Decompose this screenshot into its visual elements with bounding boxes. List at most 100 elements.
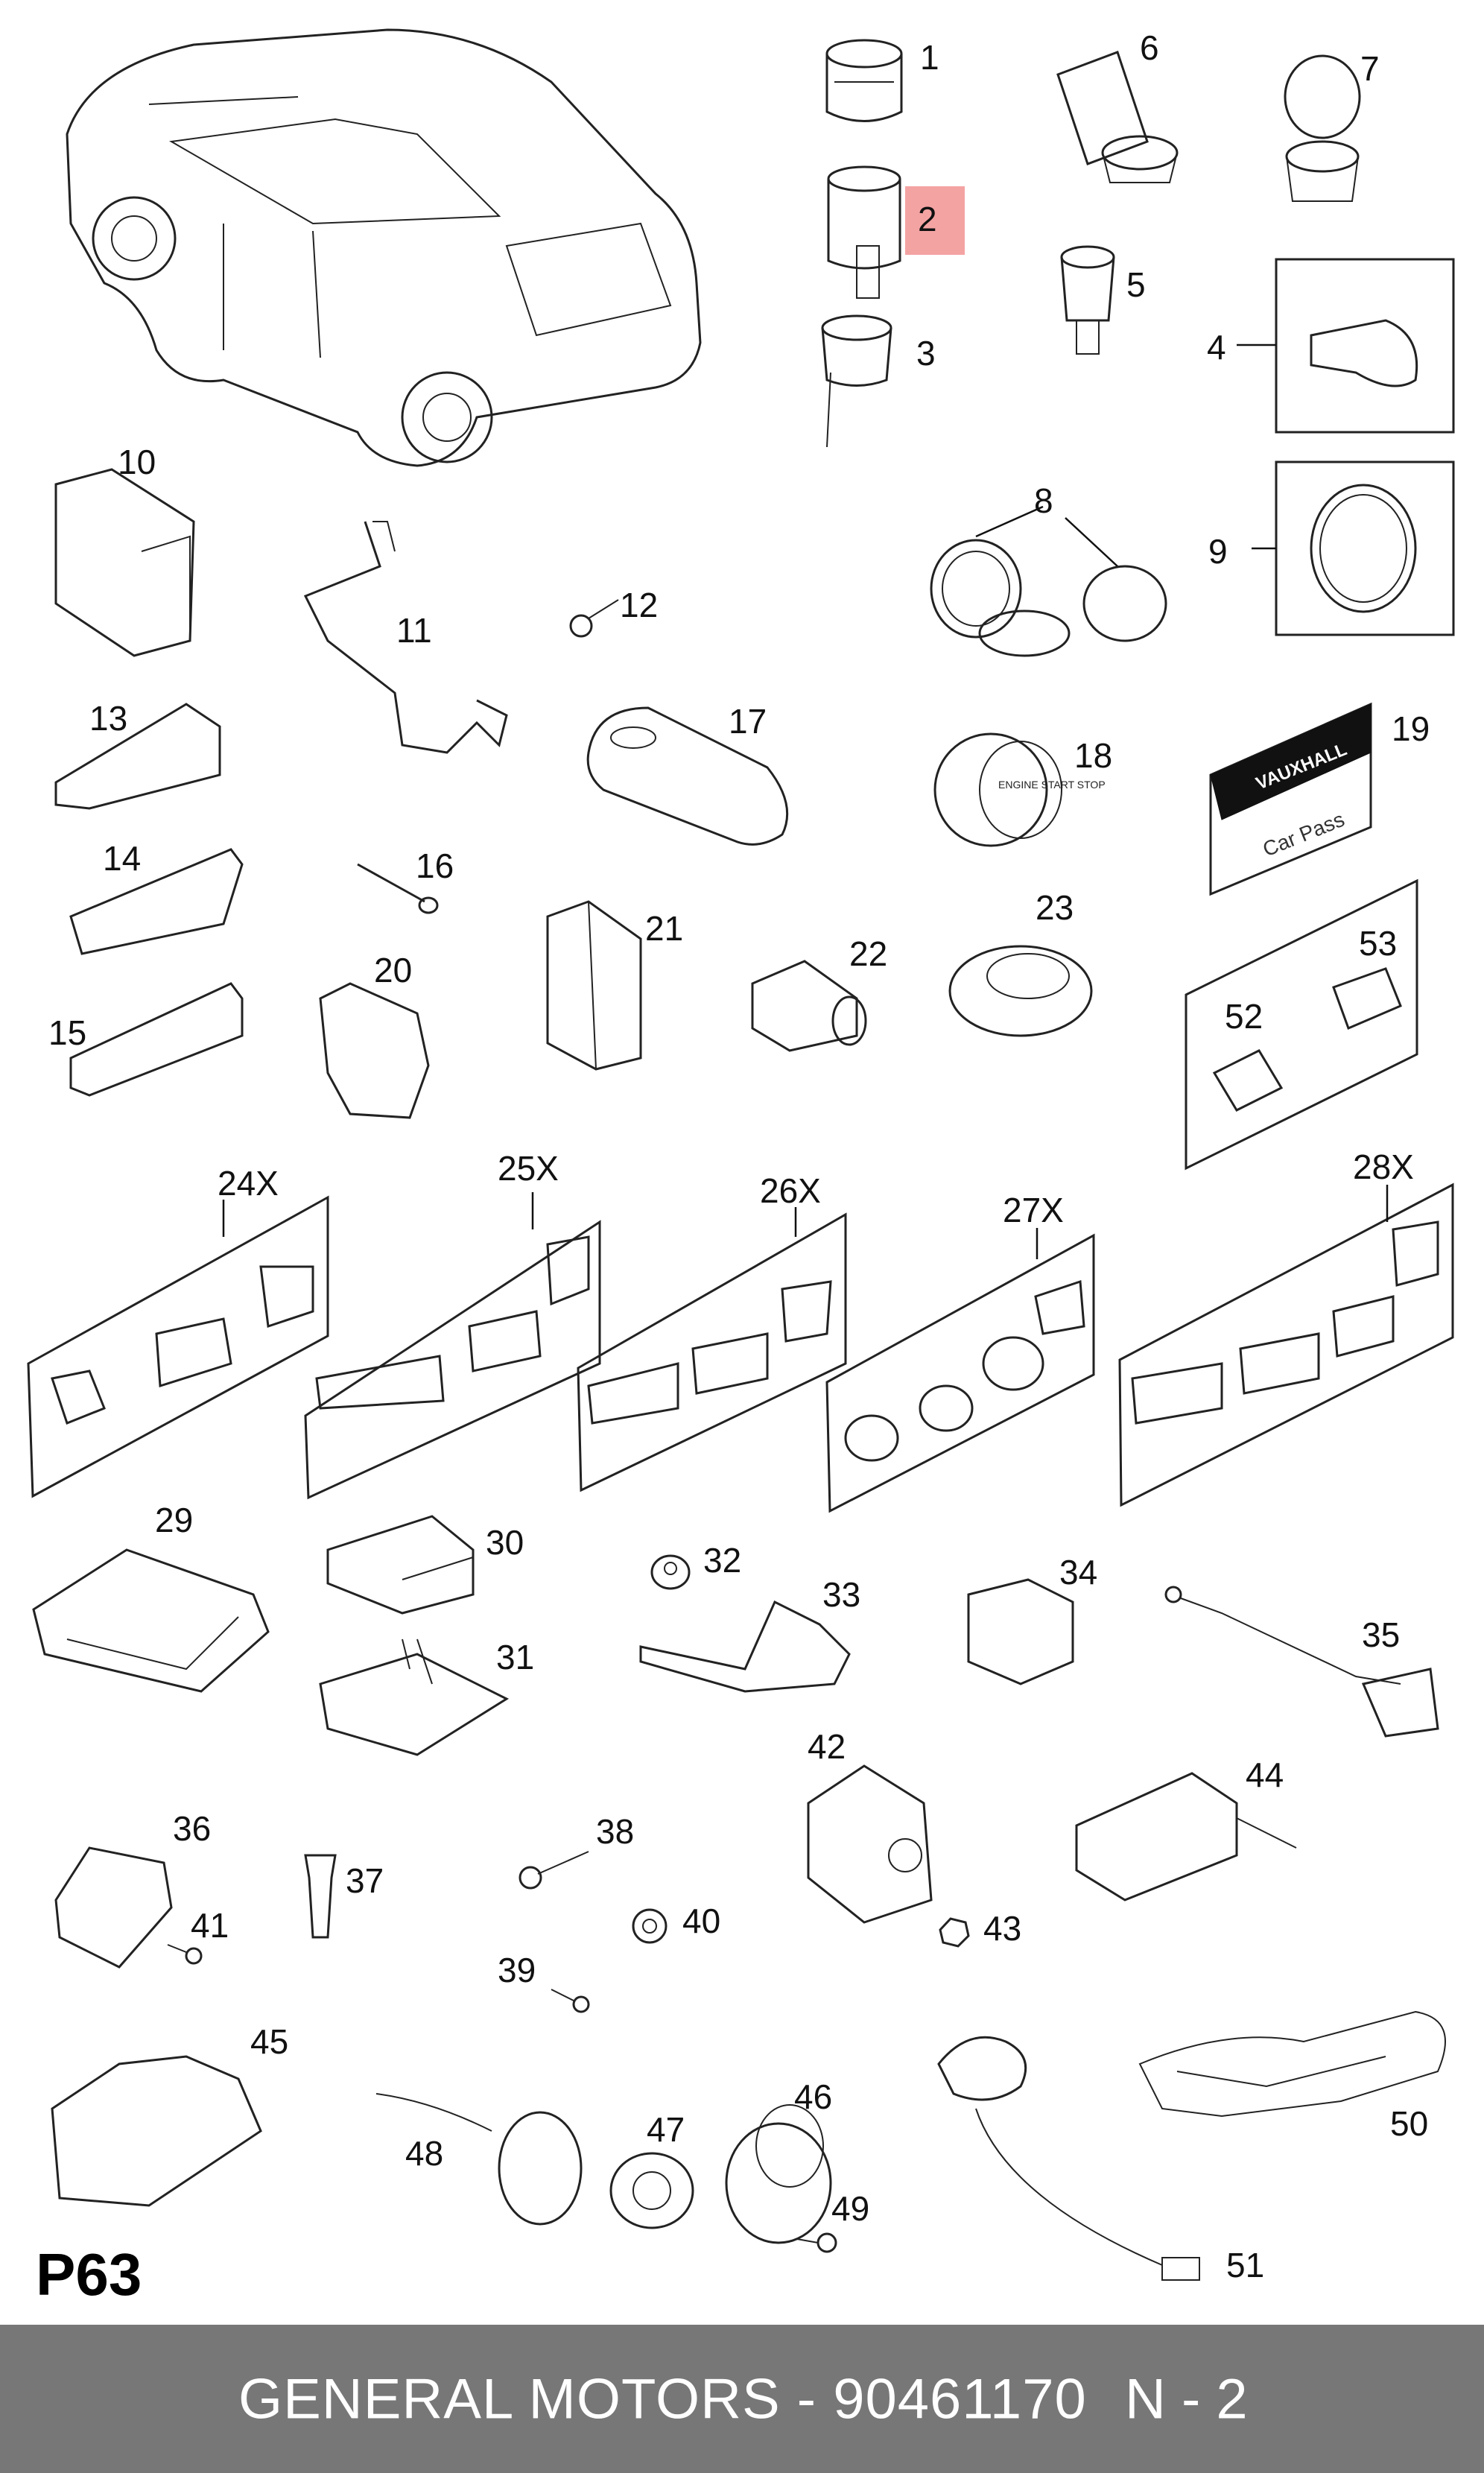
label-1: 1: [920, 38, 939, 77]
label-11: 11: [396, 611, 432, 650]
label-16: 16: [416, 846, 454, 885]
label-3: 3: [916, 334, 936, 373]
footer-brand-text: GENERAL MOTORS - 90461170: [238, 2367, 1087, 2431]
part-17-key-fob: [586, 706, 789, 846]
label-38: 38: [596, 1812, 634, 1851]
label-48: 48: [405, 2134, 443, 2173]
highlight-2: [905, 186, 965, 255]
label-33: 33: [822, 1575, 860, 1614]
part-29-tray: [32, 1548, 270, 1693]
label-43: 43: [983, 1909, 1021, 1948]
part-7-socket-cap: [1284, 54, 1361, 202]
label-46: 46: [794, 2077, 832, 2116]
part-49-screw: [796, 2232, 837, 2253]
part-1-lighter: [825, 39, 903, 122]
label-7: 7: [1360, 49, 1380, 88]
part-38-screw: [519, 1851, 589, 1890]
part-14-antenna: [69, 848, 244, 955]
label-12: 12: [620, 586, 658, 624]
label-44: 44: [1246, 1755, 1284, 1794]
label-20: 20: [374, 951, 412, 989]
label-22: 22: [849, 934, 887, 973]
part-48-cable-plug: [375, 2093, 583, 2226]
part-45-bracket: [51, 2055, 262, 2207]
label-6: 6: [1140, 28, 1159, 67]
sensor-set-26x: [577, 1212, 847, 1492]
label-15: 15: [48, 1013, 86, 1052]
label-23: 23: [1036, 888, 1074, 927]
label-8: 8: [1034, 481, 1053, 520]
part-22-sensor: [751, 960, 867, 1052]
label-18-text: ENGINE START STOP: [998, 779, 1106, 791]
label-53: 53: [1359, 924, 1397, 963]
part-13-antenna: [54, 703, 221, 810]
label-41: 41: [191, 1906, 229, 1945]
part-30-module: [326, 1515, 475, 1615]
part-36-switch: [54, 1846, 173, 1969]
label-39: 39: [498, 1951, 536, 1989]
label-50: 50: [1390, 2104, 1428, 2143]
label-45: 45: [250, 2022, 288, 2061]
label-17: 17: [729, 702, 767, 741]
label-19: 19: [1392, 709, 1430, 748]
part-9-seal-box: [1252, 460, 1455, 636]
label-49: 49: [831, 2189, 869, 2228]
label-47: 47: [647, 2110, 685, 2149]
label-37: 37: [346, 1861, 384, 1900]
part-4-bulb-box: [1237, 258, 1455, 434]
label-30: 30: [486, 1523, 524, 1562]
label-51: 51: [1226, 2246, 1264, 2284]
part-46-socket: [725, 2104, 832, 2244]
part-44-module: [1075, 1772, 1297, 1902]
part-6-ashtray-lid: [1056, 51, 1179, 183]
part-10-module: [54, 468, 195, 657]
part-21-module: [546, 900, 642, 1071]
part-8-socket-set: [930, 505, 1167, 657]
label-36: 36: [173, 1809, 211, 1848]
part-20-sleeve: [319, 982, 430, 1119]
label-21: 21: [645, 909, 683, 948]
part-23-grille: [948, 945, 1093, 1037]
part-number-labels: 1 2 3 4 5 6 7 8 9 10 11 12 13 14 15 16 1…: [48, 28, 1430, 2284]
part-33-sensor-bracket: [639, 1600, 851, 1693]
part-42-sensor: [807, 1764, 933, 1924]
label-42: 42: [808, 1727, 846, 1766]
part-2-lighter-socket: [827, 165, 901, 299]
label-13: 13: [89, 699, 127, 738]
label-18: 18: [1074, 736, 1112, 775]
label-27x: 27X: [1003, 1191, 1064, 1229]
part-12-screw: [569, 599, 619, 638]
label-25x: 25X: [498, 1149, 559, 1188]
part-32-grommet: [650, 1554, 691, 1590]
label-4: 4: [1207, 328, 1226, 367]
part-37-bolt: [304, 1854, 337, 1939]
part-51-cable-sensor: [937, 2036, 1200, 2281]
part-5-bulb-holder: [1060, 245, 1115, 355]
label-24x: 24X: [218, 1164, 279, 1203]
leader-lines: [222, 1185, 1389, 1259]
sensor-set-27x: [825, 1233, 1095, 1513]
part-18-start-button: ENGINE START STOP: [933, 732, 1106, 847]
label-52: 52: [1225, 997, 1263, 1036]
label-29: 29: [155, 1501, 193, 1539]
label-14: 14: [103, 839, 141, 878]
label-9: 9: [1208, 532, 1228, 571]
car-illustration: [66, 28, 702, 467]
sensor-set-25x: [304, 1220, 601, 1500]
label-34: 34: [1059, 1553, 1097, 1592]
label-31: 31: [496, 1638, 534, 1676]
part-34-connector: [967, 1578, 1074, 1685]
part-50-harness: [1138, 2010, 1446, 2118]
part-41-screw: [167, 1944, 203, 1965]
part-19-car-pass-card: VAUXHALL Car Pass: [1209, 702, 1372, 896]
label-32: 32: [703, 1541, 741, 1580]
parts-diagram: ENGINE START STOP VAUXHALL Car Pass: [27, 28, 1455, 2308]
part-47-connector: [609, 2152, 694, 2229]
label-19-text: Car Pass: [1260, 808, 1348, 861]
page-code: P63: [36, 2241, 142, 2308]
part-15-antenna: [69, 982, 244, 1097]
part-43-nut: [939, 1917, 970, 1948]
sensor-set-24x: [27, 1195, 329, 1498]
parts-52-53-box: [1185, 878, 1418, 1171]
part-40-nut: [632, 1908, 668, 1944]
